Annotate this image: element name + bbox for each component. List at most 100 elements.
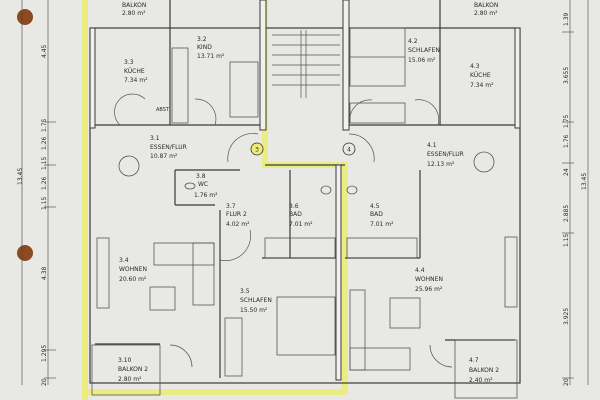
staircase — [272, 30, 340, 98]
svg-text:3.3: 3.3 — [124, 59, 134, 66]
svg-text:ESSEN/FLUR: ESSEN/FLUR — [150, 144, 187, 151]
svg-text:4.1: 4.1 — [427, 142, 437, 149]
dimension-label: 1.15 — [563, 233, 570, 247]
svg-text:2.80 m²: 2.80 m² — [474, 10, 498, 17]
svg-text:BAD: BAD — [370, 211, 383, 218]
dimension-label: 3.925 — [563, 308, 570, 325]
svg-text:3.2: 3.2 — [197, 36, 207, 43]
svg-text:15.06 m²: 15.06 m² — [408, 57, 436, 64]
svg-text:BALKON: BALKON — [474, 2, 498, 9]
svg-text:4.2: 4.2 — [408, 38, 418, 45]
svg-text:WOHNEN: WOHNEN — [415, 276, 443, 283]
svg-text:KIND: KIND — [197, 44, 212, 51]
right-dimension-chain — [562, 0, 589, 385]
svg-text:4.02 m²: 4.02 m² — [226, 221, 250, 228]
svg-text:WOHNEN: WOHNEN — [119, 266, 147, 273]
svg-text:BAD: BAD — [289, 211, 302, 218]
furniture — [96, 27, 518, 377]
walls — [89, 0, 521, 399]
svg-text:13.71 m²: 13.71 m² — [197, 53, 225, 60]
dimension-label: 3.655 — [563, 67, 570, 84]
svg-text:10.87 m²: 10.87 m² — [150, 153, 178, 160]
svg-text:3.6: 3.6 — [289, 203, 299, 210]
svg-text:3.4: 3.4 — [119, 257, 129, 264]
svg-text:SCHLAFEN: SCHLAFEN — [408, 47, 440, 54]
svg-text:12.13 m²: 12.13 m² — [427, 161, 455, 168]
punch-hole — [17, 9, 33, 25]
svg-text:ESSEN/FLUR: ESSEN/FLUR — [427, 151, 464, 158]
doors — [114, 93, 453, 368]
dimension-label: 1.39 — [563, 12, 570, 26]
dimension-label: 1.26 — [41, 136, 48, 150]
dimension-label: 20 — [563, 378, 570, 386]
svg-text:BALKON: BALKON — [122, 2, 146, 9]
svg-text:25.96 m²: 25.96 m² — [415, 286, 443, 293]
dimension-label: 1.26 — [41, 176, 48, 190]
svg-text:4.5: 4.5 — [370, 203, 380, 210]
svg-text:3.5: 3.5 — [240, 288, 250, 295]
svg-text:7.01 m²: 7.01 m² — [370, 221, 394, 228]
svg-text:SCHLAFEN: SCHLAFEN — [240, 297, 272, 304]
svg-text:2.80 m²: 2.80 m² — [122, 10, 146, 17]
svg-text:15.50 m²: 15.50 m² — [240, 307, 268, 314]
left-total-dimension: 13.45 — [17, 168, 24, 185]
svg-text:BALKON 2: BALKON 2 — [469, 367, 499, 374]
svg-text:3: 3 — [255, 147, 259, 154]
svg-text:3.7: 3.7 — [226, 203, 236, 210]
room-label-3-8: 3.8WC 1.76 m² — [194, 173, 218, 199]
svg-text:2.80 m²: 2.80 m² — [118, 376, 142, 383]
unit-4-marker: 4 — [342, 142, 356, 156]
svg-text:4.3: 4.3 — [470, 63, 480, 70]
svg-text:3.8: 3.8 — [196, 173, 206, 180]
dimension-label: 20 — [41, 378, 48, 386]
dimension-label: 4.45 — [41, 44, 48, 58]
svg-text:1.76 m²: 1.76 m² — [194, 192, 218, 199]
dimension-label: 1.295 — [41, 345, 48, 362]
dimension-label: 1.75 — [563, 114, 570, 128]
svg-text:20.60 m²: 20.60 m² — [119, 276, 147, 283]
svg-text:4: 4 — [347, 147, 351, 154]
dimension-label: 1.75 — [41, 118, 48, 132]
svg-text:3.1: 3.1 — [150, 135, 160, 142]
dimension-label: 24 — [563, 168, 570, 176]
left-dimension-chain — [21, 0, 56, 385]
abst-note: ABST — [156, 107, 170, 113]
dimension-label: 2.885 — [563, 205, 570, 222]
unit-3-marker: 3 — [250, 142, 264, 156]
svg-text:7.34 m²: 7.34 m² — [470, 82, 494, 89]
svg-text:KÜCHE: KÜCHE — [470, 72, 491, 79]
svg-text:4.7: 4.7 — [469, 357, 479, 364]
svg-text:FLUR 2: FLUR 2 — [226, 211, 247, 218]
dimension-label: 1.15 — [41, 156, 48, 170]
svg-text:2.40 m²: 2.40 m² — [469, 377, 493, 384]
punch-hole — [17, 245, 33, 261]
svg-text:7.01 m²: 7.01 m² — [289, 221, 313, 228]
dimension-label: 1.76 — [563, 134, 570, 148]
svg-text:3.10: 3.10 — [118, 357, 132, 364]
svg-text:BALKON 2: BALKON 2 — [118, 366, 148, 373]
svg-text:4.4: 4.4 — [415, 267, 425, 274]
svg-text:7.34 m²: 7.34 m² — [124, 77, 148, 84]
right-total-dimension: 13.45 — [581, 173, 588, 190]
dimension-label: 1.15 — [41, 196, 48, 210]
svg-text:WC: WC — [198, 181, 208, 188]
dimension-label: 4.38 — [41, 266, 48, 280]
svg-text:KÜCHE: KÜCHE — [124, 68, 145, 75]
